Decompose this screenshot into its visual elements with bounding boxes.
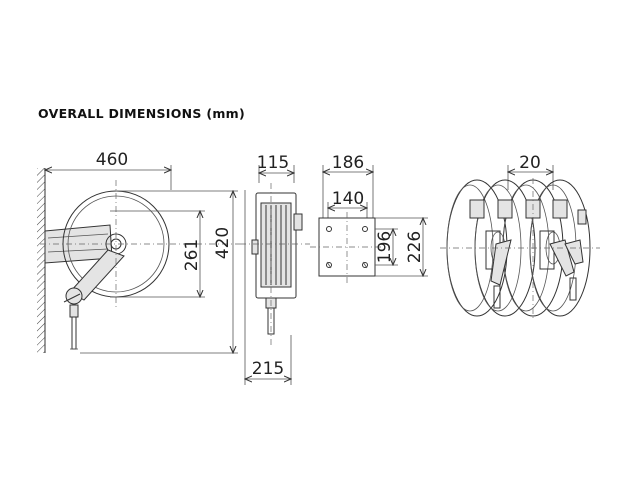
front-nozzle — [267, 307, 275, 335]
dim-186: 186 — [332, 153, 364, 173]
page-title: OVERALL DIMENSIONS (mm) — [38, 106, 246, 121]
wall-hatching — [37, 168, 45, 353]
multi-reel-view: 20 — [440, 153, 600, 320]
hose-guide — [65, 287, 83, 305]
dim-115: 115 — [257, 153, 289, 173]
hose-nozzle — [71, 316, 77, 350]
dim-420: 420 — [213, 227, 233, 259]
swivel-arm — [69, 249, 125, 301]
side-view: 460 261 420 — [37, 150, 240, 353]
plate-view: 186 140 196 226 — [310, 153, 428, 285]
dim-140: 140 — [332, 189, 364, 209]
dim-196: 196 — [375, 231, 395, 263]
front-view: 115 215 — [240, 153, 310, 385]
dim-20: 20 — [519, 153, 541, 173]
dim-261: 261 — [182, 239, 202, 271]
dim-460: 460 — [96, 150, 128, 170]
dim-215: 215 — [252, 359, 284, 379]
dim-226: 226 — [405, 231, 425, 263]
